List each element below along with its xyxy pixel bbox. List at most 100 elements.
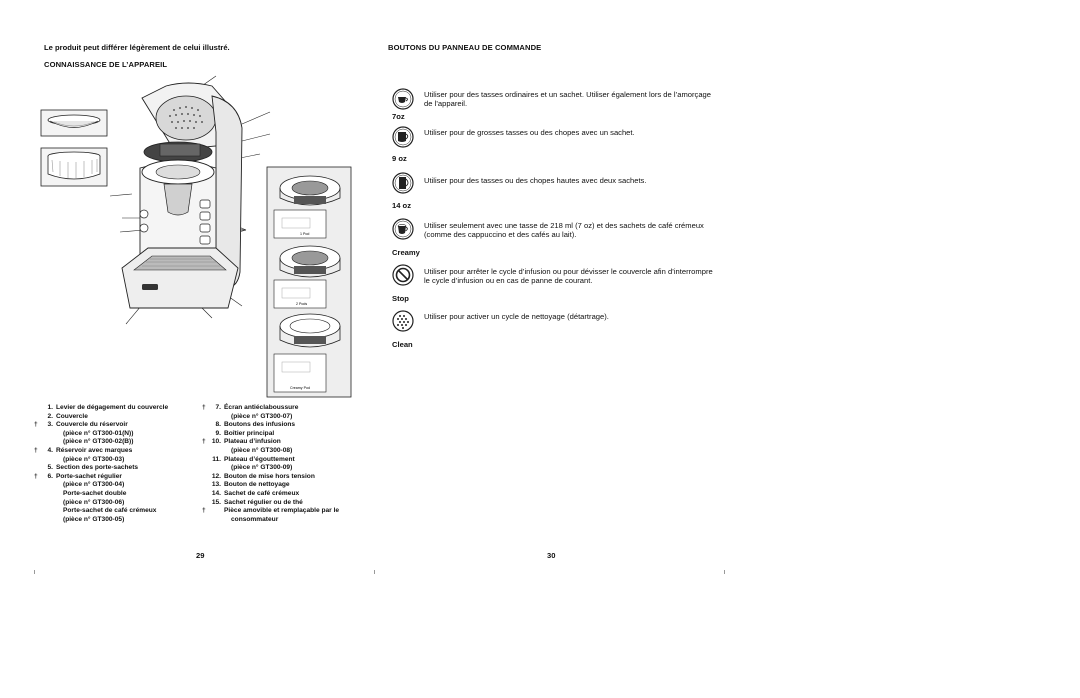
regular-pod-holder: 1 Pod <box>273 175 341 239</box>
parts-list-item: † Pièce amovible et remplaçable par le <box>202 507 339 516</box>
replaceable-mark <box>34 413 42 422</box>
button-label-14oz: 14 oz <box>392 201 411 210</box>
part-label: Pièce amovible et remplaçable par le <box>224 507 340 515</box>
replaceable-mark: † <box>34 446 38 454</box>
pod-illustrations <box>40 109 108 187</box>
part-label: Plateau d’égouttement <box>224 455 295 463</box>
replaceable-mark: † <box>34 472 38 480</box>
part-sub-line: (pièce n° GT300-09) <box>231 464 293 472</box>
crop-mark <box>374 570 375 574</box>
crop-mark <box>724 570 725 574</box>
parts-list-item: 5.Section des porte-sachets <box>34 464 168 473</box>
parts-list-item: †4.Réservoir avec marques <box>34 447 168 456</box>
part-label: Boutons des infusions <box>224 421 296 429</box>
page-number-right: 30 <box>547 551 556 560</box>
part-sub-line: (pièce n° GT300-04) <box>63 481 125 489</box>
replaceable-mark: † <box>34 421 38 429</box>
parts-list-col2: †7.Écran antiéclaboussure(pièce n° GT300… <box>202 404 339 524</box>
crop-mark <box>34 570 35 574</box>
creamy-pod-holder: Creamy Pod <box>273 313 341 393</box>
part-label: Bouton de nettoyage <box>224 481 290 489</box>
part-number: 5. <box>47 464 54 472</box>
double-pod-holder: 2 Pods <box>273 245 341 309</box>
cup-medium-icon <box>392 126 414 148</box>
parts-list-item: †7.Écran antiéclaboussure <box>202 404 339 413</box>
part-sub-line: (pièce n° GT300-05) <box>63 515 125 523</box>
part-label: Couvercle du réservoir <box>56 421 128 429</box>
section-title-control-panel: BOUTONS DU PANNEAU DE COMMANDE <box>388 43 542 52</box>
pod-holder-label-1: 1 Pod <box>300 232 309 236</box>
part-sub-line: Porte-sachet double <box>63 489 127 497</box>
part-sub-line: (pièce n° GT300-03) <box>63 455 125 463</box>
parts-list-item: † 6.Porte-sachet régulier <box>34 473 168 482</box>
button-description: Utiliser pour de grosses tasses ou des c… <box>424 128 635 137</box>
part-number: 4. <box>47 446 54 454</box>
button-description: Utiliser seulement avec une tasse de 218… <box>424 221 704 240</box>
part-sub-line: Porte-sachet de café crémeux <box>63 507 157 515</box>
part-number: 15. <box>211 498 221 506</box>
part-number: 6. <box>47 472 54 480</box>
part-label: Porte-sachet régulier <box>56 472 122 480</box>
replaceable-mark: † <box>202 507 206 515</box>
button-description: Utiliser pour des tasses ou des chopes h… <box>424 176 647 185</box>
part-number <box>210 507 224 516</box>
button-description: Utiliser pour activer un cycle de nettoy… <box>424 312 609 321</box>
replaceable-mark <box>202 456 210 465</box>
parts-list-item: 15.Sachet régulier ou de thé <box>202 499 339 508</box>
replaceable-mark <box>202 421 210 430</box>
replaceable-mark <box>34 404 42 413</box>
button-label-stop: Stop <box>392 294 409 303</box>
button-label-7oz: 7oz <box>392 112 405 121</box>
part-number: 14. <box>211 489 221 497</box>
parts-list-item: 1.Levier de dégagement du couvercle <box>34 404 169 413</box>
part-label: Sachet régulier ou de thé <box>224 498 303 506</box>
part-number: 2. <box>47 412 54 420</box>
part-number: 7. <box>215 404 222 411</box>
part-number: 11. <box>212 455 221 463</box>
button-description: Utiliser pour des tasses ordinaires et u… <box>424 90 712 109</box>
parts-list-item: 9.Boîtier principal <box>202 430 339 439</box>
part-number: 9. <box>215 429 222 437</box>
replaceable-mark <box>202 473 210 482</box>
regular-pod-illustration <box>40 109 108 137</box>
part-number: 8. <box>215 421 222 429</box>
parts-list-item: 2.Couvercle <box>34 413 168 422</box>
part-number: 3. <box>47 421 54 429</box>
mug-tall-icon <box>392 172 414 194</box>
pod-holder-label-3: Creamy Pod <box>290 386 310 390</box>
parts-list-item: 8.Boutons des infusions <box>202 421 339 430</box>
button-label-clean: Clean <box>392 340 413 349</box>
parts-list-item: 13.Bouton de nettoyage <box>202 481 339 490</box>
page-number-left: 29 <box>196 551 205 560</box>
coffee-maker-illustration <box>109 75 271 325</box>
part-number: 12. <box>211 472 221 480</box>
creamy-pod-illustration <box>40 147 108 187</box>
product-note: Le produit peut différer légèrement de c… <box>44 43 230 52</box>
part-number: 13. <box>211 481 221 489</box>
part-label: Couvercle <box>56 412 88 420</box>
parts-list-item: 12.Bouton de mise hors tension <box>202 473 339 482</box>
part-sub-line: (pièce n° GT300-08) <box>231 446 293 454</box>
part-label: Bouton de mise hors tension <box>224 472 315 480</box>
part-label: Boîtier principal <box>224 429 275 437</box>
parts-list-item: 11.Plateau d’égouttement <box>202 456 339 465</box>
replaceable-mark: † <box>202 438 206 446</box>
creamy-cup-icon <box>392 218 414 240</box>
replaceable-mark <box>202 430 210 439</box>
replaceable-mark <box>34 464 42 473</box>
button-description: Utiliser pour arrêter le cycle d’infusio… <box>424 267 713 286</box>
clean-icon <box>392 310 414 332</box>
part-label: Levier de dégagement du couvercle <box>56 404 169 411</box>
replaceable-mark <box>202 499 210 508</box>
part-label: Sachet de café crémeux <box>224 489 300 497</box>
replaceable-mark <box>202 481 210 490</box>
button-label-creamy: Creamy <box>392 248 420 257</box>
part-number: 1. <box>47 404 54 411</box>
part-sub-line: (pièce n° GT300-02(B)) <box>63 438 134 446</box>
part-label: Section des porte-sachets <box>56 464 139 472</box>
pod-holders-panel: 1 Pod 2 Pods Creamy Pod <box>266 166 352 398</box>
part-sub-line: consommateur <box>231 515 279 523</box>
replaceable-mark: † <box>202 404 206 411</box>
parts-list-item: 14.Sachet de café crémeux <box>202 490 339 499</box>
